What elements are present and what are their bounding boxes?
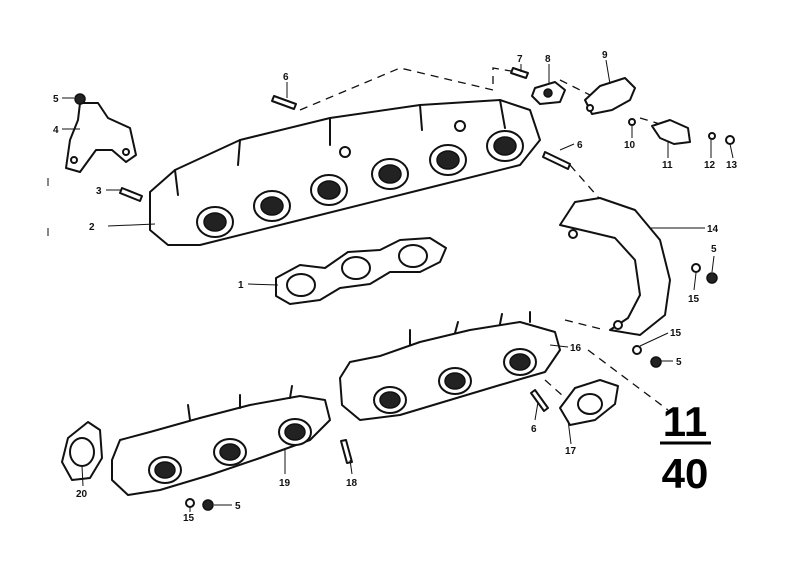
callout-20: 20 [76,489,88,500]
callout-1: 1 [238,280,244,291]
manifold-gasket [275,237,447,305]
callout-6a: 6 [283,72,289,83]
callout-6b: 6 [577,140,583,151]
callout-15b: 15 [670,328,682,339]
callout-10: 10 [624,140,636,151]
callout-5c: 5 [676,357,682,368]
callout-9: 9 [602,50,608,61]
callout-7: 7 [517,54,523,65]
callout-5a: 5 [53,94,59,105]
flange-8 [531,81,566,105]
callout-15a: 15 [688,294,700,305]
exhaust-manifold-upper [149,99,541,246]
heat-shield [559,197,671,336]
gasket-20 [61,421,103,481]
bracket-part [65,93,137,173]
callout-2: 2 [89,222,95,233]
callout-5d: 5 [235,501,241,512]
callout-17: 17 [565,446,577,457]
callout-3: 3 [96,186,102,197]
callout-13: 13 [726,160,738,171]
leader-lines [62,59,734,512]
group-code-top: 11 [663,398,707,445]
connector-9 [584,77,636,115]
group-code: 11 40 [660,398,711,497]
callout-4: 4 [53,125,59,136]
callout-11: 11 [662,160,673,171]
callout-14: 14 [707,224,719,235]
group-code-bottom: 40 [662,450,709,497]
callout-15c: 15 [183,513,195,524]
callout-8: 8 [545,54,551,65]
callout-12: 12 [704,160,716,171]
gasket-17 [559,379,619,426]
callout-19: 19 [279,478,291,489]
callout-labels: 1 2 3 4 5 5 5 5 6 6 6 7 8 9 10 11 12 13 … [53,50,738,524]
sensor-parts [628,118,735,145]
callout-16: 16 [570,343,582,354]
exhaust-manifold-lower-right [339,311,561,421]
nuts-washers [185,263,718,511]
exhaust-manifold-lower-left [111,385,331,496]
callout-5b: 5 [711,244,717,255]
studs [119,67,571,464]
callout-6c: 6 [531,424,537,435]
callout-18: 18 [346,478,358,489]
